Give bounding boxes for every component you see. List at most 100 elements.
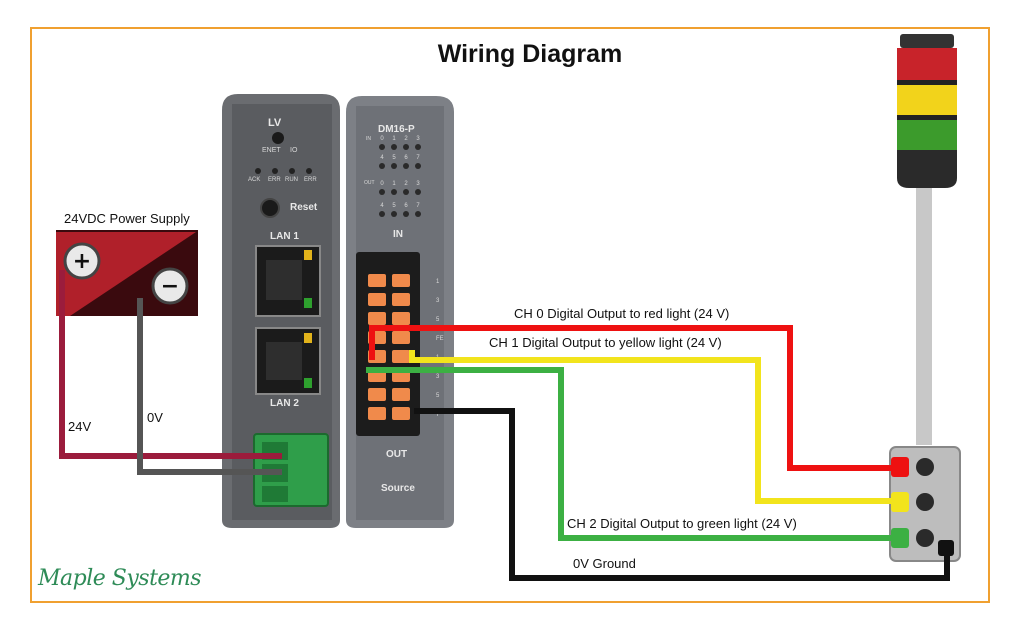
io-channel-number: 7 bbox=[416, 155, 420, 161]
wire-label-ground: 0V Ground bbox=[573, 556, 636, 571]
wires bbox=[59, 270, 950, 581]
wire-red bbox=[369, 325, 894, 471]
io-channel-led bbox=[379, 163, 385, 169]
io-model-label: DM16-P bbox=[378, 124, 415, 135]
io-channel-number: 2 bbox=[404, 136, 408, 142]
wire-label-0v: 0V bbox=[147, 410, 163, 425]
io-channel-number: 1 bbox=[392, 181, 396, 187]
io-terminal-number: 5 bbox=[436, 393, 440, 399]
wire-yellow bbox=[409, 350, 894, 504]
lan1-led-yellow bbox=[304, 250, 312, 260]
io-channel-number: 7 bbox=[416, 203, 420, 209]
err-label: ERR bbox=[268, 177, 281, 183]
io-terminal-lever bbox=[368, 312, 386, 325]
io-channel-number: 3 bbox=[416, 136, 420, 142]
io-channel-led bbox=[379, 189, 385, 195]
io-terminal-number: 7 bbox=[436, 412, 440, 418]
source-label: Source bbox=[381, 483, 415, 494]
lan2-led-yellow bbox=[304, 333, 312, 343]
io-terminal-lever bbox=[368, 274, 386, 287]
io-terminal-lever bbox=[392, 274, 410, 287]
green-light bbox=[897, 120, 957, 150]
io-channel-number: 0 bbox=[380, 181, 384, 187]
io-channel-led bbox=[379, 144, 385, 150]
lan2-led-green bbox=[304, 378, 312, 388]
io-channel-led bbox=[415, 211, 421, 217]
io-channel-led bbox=[403, 211, 409, 217]
yellow-light bbox=[897, 85, 957, 115]
io-terminal-lever bbox=[368, 388, 386, 401]
wire-label-ch1: CH 1 Digital Output to yellow light (24 … bbox=[489, 335, 722, 350]
io-terminal-lever bbox=[368, 293, 386, 306]
controller-module bbox=[222, 94, 340, 528]
io-terminal-lever bbox=[368, 407, 386, 420]
io-channel-number: 2 bbox=[404, 181, 408, 187]
wire-label-ch0: CH 0 Digital Output to red light (24 V) bbox=[514, 306, 730, 321]
lan2-jack bbox=[266, 342, 302, 380]
io-label: IO bbox=[290, 147, 298, 154]
io-channel-number: 6 bbox=[404, 155, 408, 161]
lan2-label: LAN 2 bbox=[270, 398, 299, 409]
io-channel-number: 1 bbox=[392, 136, 396, 142]
wire-label-24v: 24V bbox=[68, 419, 92, 434]
io-terminal-lever bbox=[392, 331, 410, 344]
out-label: OUT bbox=[386, 449, 408, 460]
io-terminal-number: 3 bbox=[436, 298, 440, 304]
plus-sign: + bbox=[73, 249, 91, 274]
plus-terminal bbox=[63, 242, 101, 280]
io-channel-number: 5 bbox=[392, 155, 396, 161]
run-label: RUN bbox=[285, 177, 298, 183]
io-terminal-lever bbox=[392, 388, 410, 401]
io-channel-number: 6 bbox=[404, 203, 408, 209]
maple-systems-logo: Maple Systems bbox=[38, 566, 202, 591]
green-terminal bbox=[891, 528, 909, 548]
wire-green bbox=[366, 367, 894, 541]
in-row-label: IN bbox=[366, 136, 371, 142]
power-supply: + − bbox=[56, 230, 198, 316]
reset-button[interactable] bbox=[260, 198, 280, 218]
tower-cap bbox=[900, 34, 954, 48]
status-led bbox=[272, 168, 278, 174]
lan1-led-green bbox=[304, 298, 312, 308]
red-terminal bbox=[891, 457, 909, 477]
io-terminal-block bbox=[356, 252, 420, 436]
io-terminal-number: 1 bbox=[436, 279, 440, 285]
junction-terminal bbox=[916, 458, 934, 476]
minus-terminal bbox=[151, 267, 189, 305]
lv-label: LV bbox=[268, 117, 282, 129]
status-led bbox=[289, 168, 295, 174]
status-led bbox=[306, 168, 312, 174]
io-channel-number: 4 bbox=[380, 155, 384, 161]
lan1-label: LAN 1 bbox=[270, 231, 299, 242]
io-terminal-number: 5 bbox=[436, 317, 440, 323]
reset-label: Reset bbox=[290, 202, 318, 213]
tower-pole bbox=[916, 185, 932, 445]
tower-divider bbox=[897, 115, 957, 120]
junction-box bbox=[889, 446, 961, 562]
tower-base bbox=[897, 150, 957, 188]
io-terminal-number: 3 bbox=[436, 374, 440, 380]
io-terminal-lever bbox=[392, 350, 410, 363]
io-channel-led bbox=[415, 163, 421, 169]
lan1-jack bbox=[266, 260, 302, 300]
io-terminal-number: FE bbox=[436, 336, 444, 342]
io-channel-led bbox=[403, 144, 409, 150]
io-terminal-lever bbox=[392, 407, 410, 420]
stack-light-tower bbox=[897, 34, 957, 445]
io-channel-led bbox=[415, 189, 421, 195]
tower-divider bbox=[897, 80, 957, 85]
power-supply-label: 24VDC Power Supply bbox=[64, 211, 190, 226]
enet-label: ENET bbox=[262, 147, 281, 154]
ack-label: ACK bbox=[248, 177, 261, 183]
io-channel-number: 3 bbox=[416, 181, 420, 187]
out-row-label: OUT bbox=[364, 180, 375, 186]
io-channel-led bbox=[379, 211, 385, 217]
io-channel-led bbox=[415, 144, 421, 150]
io-channel-number: 5 bbox=[392, 203, 396, 209]
io-channel-led bbox=[391, 163, 397, 169]
junction-terminal bbox=[916, 493, 934, 511]
io-channel-number: 0 bbox=[380, 136, 384, 142]
io-channel-led bbox=[391, 144, 397, 150]
